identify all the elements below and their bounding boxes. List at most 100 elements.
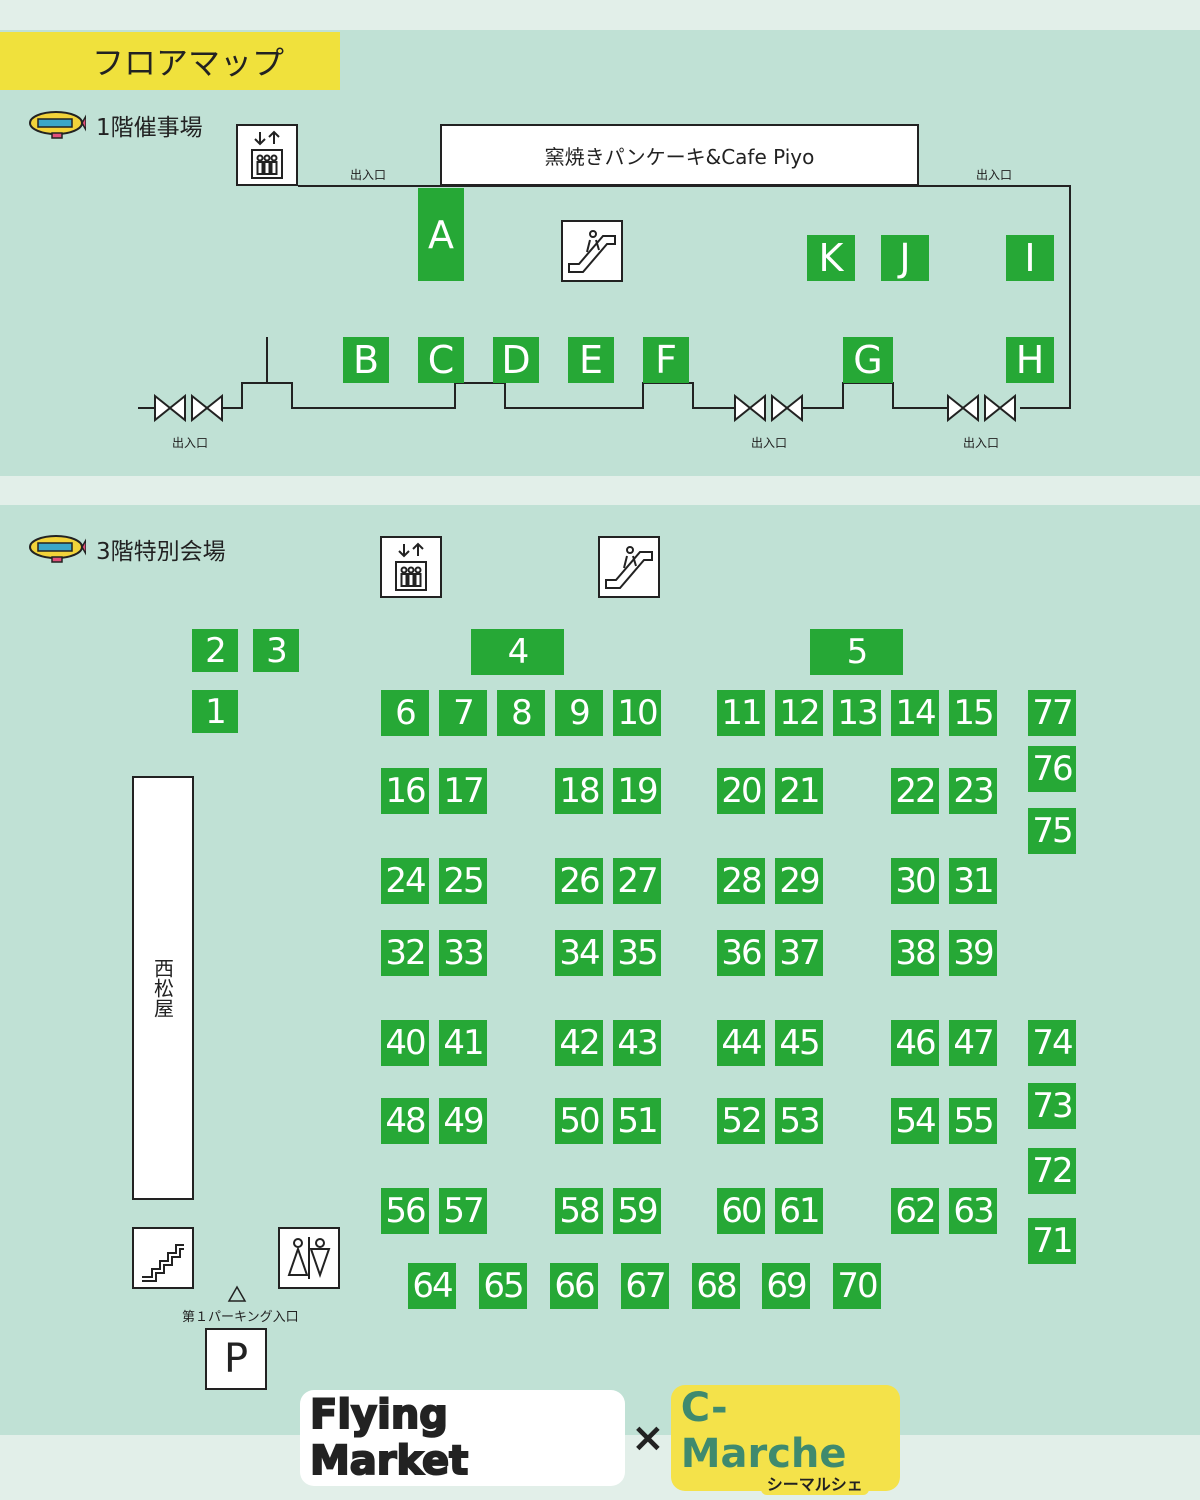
booth-74[interactable]: 74 — [1028, 1020, 1076, 1066]
booth-5[interactable]: 5 — [810, 629, 903, 675]
booth-K[interactable]: K — [807, 235, 855, 281]
booth-58[interactable]: 58 — [555, 1188, 603, 1234]
booth-C[interactable]: C — [418, 337, 464, 383]
booth-15[interactable]: 15 — [949, 690, 997, 736]
booth-F[interactable]: F — [643, 337, 689, 383]
booth-54[interactable]: 54 — [891, 1098, 939, 1144]
blimp-icon — [29, 111, 86, 139]
booth-48[interactable]: 48 — [381, 1098, 429, 1144]
booth-56[interactable]: 56 — [381, 1188, 429, 1234]
escalator-icon — [598, 536, 660, 598]
booth-G[interactable]: G — [843, 337, 893, 383]
booth-31[interactable]: 31 — [949, 858, 997, 904]
booth-25[interactable]: 25 — [439, 858, 487, 904]
booth-23[interactable]: 23 — [949, 768, 997, 814]
booth-35[interactable]: 35 — [613, 930, 661, 976]
booth-73[interactable]: 73 — [1028, 1083, 1076, 1129]
booth-45[interactable]: 45 — [775, 1020, 823, 1066]
booth-67[interactable]: 67 — [621, 1263, 669, 1309]
booth-36[interactable]: 36 — [717, 930, 765, 976]
booth-8[interactable]: 8 — [497, 690, 545, 736]
booth-39[interactable]: 39 — [949, 930, 997, 976]
booth-28[interactable]: 28 — [717, 858, 765, 904]
booth-37[interactable]: 37 — [775, 930, 823, 976]
booth-66[interactable]: 66 — [550, 1263, 598, 1309]
booth-B[interactable]: B — [343, 337, 389, 383]
booth-63[interactable]: 63 — [949, 1188, 997, 1234]
booth-A[interactable]: A — [418, 188, 464, 281]
booth-72[interactable]: 72 — [1028, 1148, 1076, 1194]
booth-50[interactable]: 50 — [555, 1098, 603, 1144]
booth-17[interactable]: 17 — [439, 768, 487, 814]
booth-53[interactable]: 53 — [775, 1098, 823, 1144]
booth-27[interactable]: 27 — [613, 858, 661, 904]
booth-10[interactable]: 10 — [613, 690, 661, 736]
booth-7[interactable]: 7 — [439, 690, 487, 736]
booth-3[interactable]: 3 — [253, 629, 299, 672]
parking-entrance-label: 第１パーキング入口 — [182, 1310, 299, 1325]
booth-26[interactable]: 26 — [555, 858, 603, 904]
booth-59[interactable]: 59 — [613, 1188, 661, 1234]
booth-46[interactable]: 46 — [891, 1020, 939, 1066]
booth-75[interactable]: 75 — [1028, 808, 1076, 854]
booth-6[interactable]: 6 — [381, 690, 429, 736]
booth-4[interactable]: 4 — [471, 629, 564, 675]
booth-E[interactable]: E — [568, 337, 614, 383]
booth-64[interactable]: 64 — [408, 1263, 456, 1309]
booth-22[interactable]: 22 — [891, 768, 939, 814]
stairs-icon — [132, 1227, 194, 1289]
booth-61[interactable]: 61 — [775, 1188, 823, 1234]
booth-1[interactable]: 1 — [192, 690, 238, 733]
booth-32[interactable]: 32 — [381, 930, 429, 976]
booth-21[interactable]: 21 — [775, 768, 823, 814]
booth-I[interactable]: I — [1006, 235, 1054, 281]
logo-c-marche-kana: シーマルシェ — [760, 1471, 869, 1495]
booth-30[interactable]: 30 — [891, 858, 939, 904]
booth-33[interactable]: 33 — [439, 930, 487, 976]
booth-13[interactable]: 13 — [833, 690, 881, 736]
booth-70[interactable]: 70 — [833, 1263, 881, 1309]
floor1-label-text: 1階催事場 — [96, 115, 203, 141]
booth-J[interactable]: J — [881, 235, 929, 281]
booth-76[interactable]: 76 — [1028, 746, 1076, 792]
booth-9[interactable]: 9 — [555, 690, 603, 736]
booth-18[interactable]: 18 — [555, 768, 603, 814]
booth-47[interactable]: 47 — [949, 1020, 997, 1066]
exit-label: 出入口 — [963, 436, 1000, 450]
booth-51[interactable]: 51 — [613, 1098, 661, 1144]
booth-55[interactable]: 55 — [949, 1098, 997, 1144]
booth-16[interactable]: 16 — [381, 768, 429, 814]
cafe-piyo: 窯焼きパンケーキ&Cafe Piyo — [440, 124, 919, 186]
booth-12[interactable]: 12 — [775, 690, 823, 736]
booth-52[interactable]: 52 — [717, 1098, 765, 1144]
logo-times: × — [631, 1415, 665, 1461]
booth-62[interactable]: 62 — [891, 1188, 939, 1234]
booth-69[interactable]: 69 — [762, 1263, 810, 1309]
booth-20[interactable]: 20 — [717, 768, 765, 814]
floor1-label: 1階催事場 — [28, 108, 203, 142]
booth-57[interactable]: 57 — [439, 1188, 487, 1234]
booth-40[interactable]: 40 — [381, 1020, 429, 1066]
booth-14[interactable]: 14 — [891, 690, 939, 736]
booth-11[interactable]: 11 — [717, 690, 765, 736]
booth-29[interactable]: 29 — [775, 858, 823, 904]
floor3-label-text: 3階特別会場 — [96, 539, 226, 565]
booth-68[interactable]: 68 — [692, 1263, 740, 1309]
booth-65[interactable]: 65 — [479, 1263, 527, 1309]
booth-43[interactable]: 43 — [613, 1020, 661, 1066]
booth-77[interactable]: 77 — [1028, 690, 1076, 736]
booth-71[interactable]: 71 — [1028, 1218, 1076, 1264]
booth-D[interactable]: D — [493, 337, 539, 383]
booth-2[interactable]: 2 — [192, 629, 238, 672]
booth-38[interactable]: 38 — [891, 930, 939, 976]
booth-34[interactable]: 34 — [555, 930, 603, 976]
booth-41[interactable]: 41 — [439, 1020, 487, 1066]
booth-44[interactable]: 44 — [717, 1020, 765, 1066]
booth-19[interactable]: 19 — [613, 768, 661, 814]
booth-24[interactable]: 24 — [381, 858, 429, 904]
restroom-icon — [278, 1227, 340, 1289]
booth-H[interactable]: H — [1006, 337, 1054, 383]
booth-60[interactable]: 60 — [717, 1188, 765, 1234]
booth-49[interactable]: 49 — [439, 1098, 487, 1144]
booth-42[interactable]: 42 — [555, 1020, 603, 1066]
